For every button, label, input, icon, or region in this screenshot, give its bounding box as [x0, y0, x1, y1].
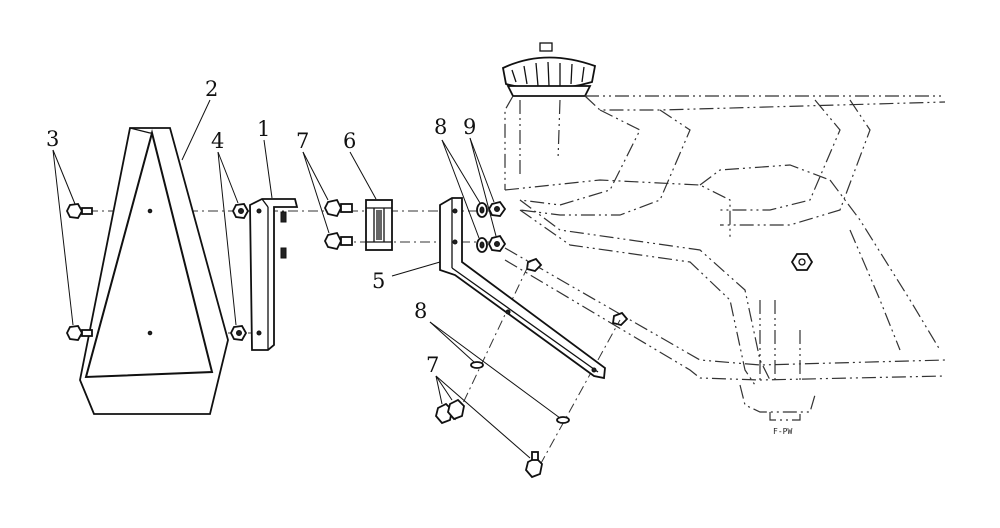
- part-8-washer-lower-b: [556, 416, 570, 424]
- vehicle-frame-phantom: [501, 42, 946, 421]
- callout-1: 1: [257, 117, 270, 141]
- callout-6: 6: [343, 129, 356, 153]
- part-5-bracket: [439, 197, 606, 380]
- part-8-washer-lower: [476, 237, 488, 253]
- part-7-bolt-lower-a: [435, 398, 465, 425]
- part-3-bolt-lower: [65, 325, 93, 341]
- callout-7-lower: 7: [426, 353, 439, 377]
- part-4-nut-upper: [231, 203, 250, 219]
- part-9-nut-lower: [487, 234, 507, 252]
- part-3-bolt-upper: [65, 203, 93, 219]
- part-7-bolt-lower-b: [525, 451, 543, 479]
- callout-2: 2: [205, 77, 218, 101]
- part-7-bolt-lower: [323, 231, 353, 251]
- callout-labels: 3 2 4 1 7 6 5 8 9 8 7: [46, 77, 476, 377]
- frame-nut: [790, 253, 814, 271]
- fuel-cap: [501, 42, 597, 97]
- callout-8-upper: 8: [434, 115, 447, 139]
- frame-marking: F-PW: [773, 427, 792, 436]
- callout-5: 5: [372, 269, 385, 293]
- callout-7-upper: 7: [296, 129, 309, 153]
- callout-4: 4: [211, 129, 224, 153]
- part-7-bolt-upper: [323, 198, 353, 218]
- part-1-strap: [249, 198, 299, 351]
- leader-lines: [52, 99, 561, 459]
- part-6-bushing: [365, 199, 393, 251]
- part-8-washer-upper: [476, 202, 488, 218]
- part-9-nut-upper: [487, 200, 507, 217]
- callout-3: 3: [46, 127, 59, 151]
- part-2-guard: [79, 127, 229, 415]
- part-4-nut-lower: [229, 325, 248, 341]
- callout-8-lower: 8: [414, 299, 427, 323]
- callout-9: 9: [463, 115, 476, 139]
- part-8-washer-lower-a: [470, 361, 484, 369]
